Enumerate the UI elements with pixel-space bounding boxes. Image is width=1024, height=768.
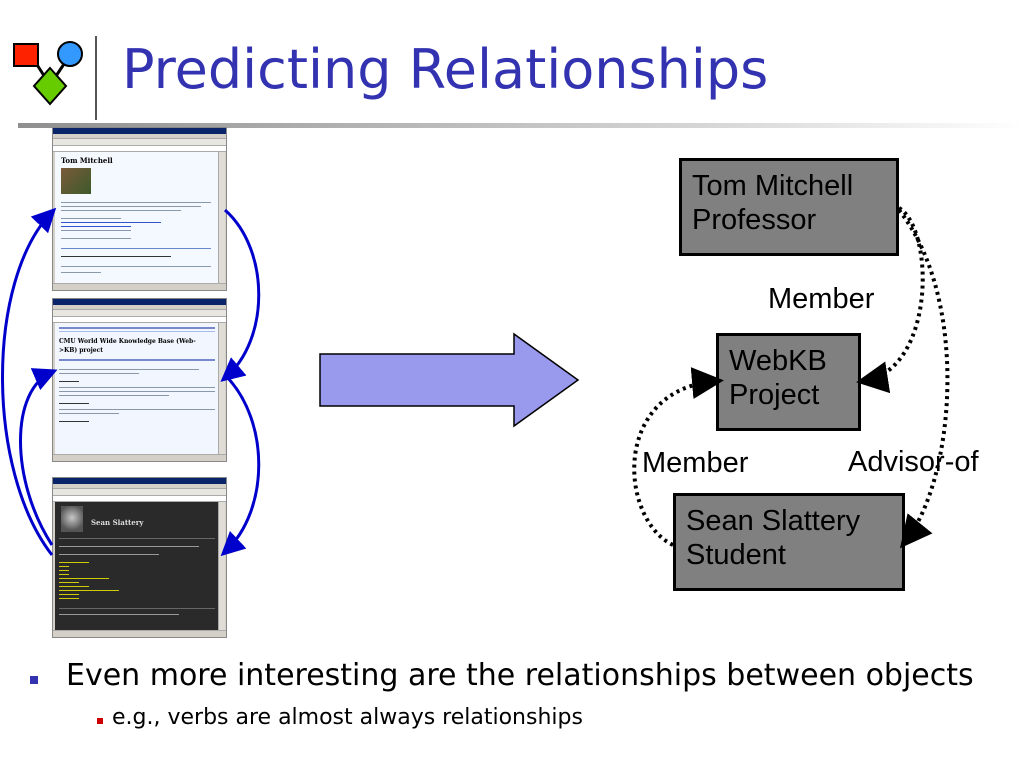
node-webkb-line1: WebKB: [729, 345, 827, 377]
slide-title: Predicting Relationships: [122, 38, 769, 101]
relationship-arrows: [632, 206, 950, 549]
bullet-text-level1: Even more interesting are the relationsh…: [66, 658, 974, 693]
screenshot-heading-tom: Tom Mitchell: [61, 156, 113, 165]
hyperlink-arrows: [1, 207, 261, 557]
link-arrow-left-inner: [19, 368, 58, 546]
node-webkb-line2: Project: [729, 379, 820, 411]
title-underline: [18, 123, 1024, 128]
screenshot-tom-mitchell: Tom Mitchell: [52, 127, 227, 291]
node-webkb: WebKB Project: [716, 333, 861, 431]
link-arrow-left-outer: [1, 207, 57, 556]
edge-label-member-bottom: Member: [642, 447, 749, 479]
screenshot-heading-sean: Sean Slattery: [91, 518, 144, 527]
edge-label-member-top: Member: [768, 283, 875, 315]
node-sean-slattery: Sean Slattery Student: [673, 493, 905, 591]
portrait-photo: [61, 506, 83, 532]
node-tom-mitchell: Tom Mitchell Professor: [679, 158, 899, 256]
logo-icon: [13, 41, 83, 106]
edge-label-advisor-of: Advisor-of: [848, 446, 979, 478]
screenshot-heading-webkb: CMU World Wide Knowledge Base (Web->KB) …: [59, 338, 196, 354]
portrait-photo: [61, 168, 91, 194]
bullet-text-level2: e.g., verbs are almost always relationsh…: [112, 705, 583, 730]
node-sean-line1: Sean Slattery: [686, 505, 861, 537]
node-tom-line1: Tom Mitchell: [692, 170, 854, 202]
node-sean-line2: Student: [686, 539, 786, 571]
right-arrow-icon: [319, 332, 580, 428]
title-divider: [95, 36, 97, 120]
edge-sean-to-webkb: [632, 367, 724, 547]
screenshot-webkb: CMU World Wide Knowledge Base (Web->KB) …: [52, 298, 227, 462]
link-arrow-right-bottom: [220, 373, 261, 557]
link-arrow-right-top: [220, 208, 261, 382]
screenshot-sean-slattery: Sean Slattery: [52, 477, 227, 638]
bullet-marker-level1: [30, 676, 38, 684]
node-tom-line2: Professor: [692, 204, 817, 236]
bullet-marker-level2: [97, 718, 103, 724]
